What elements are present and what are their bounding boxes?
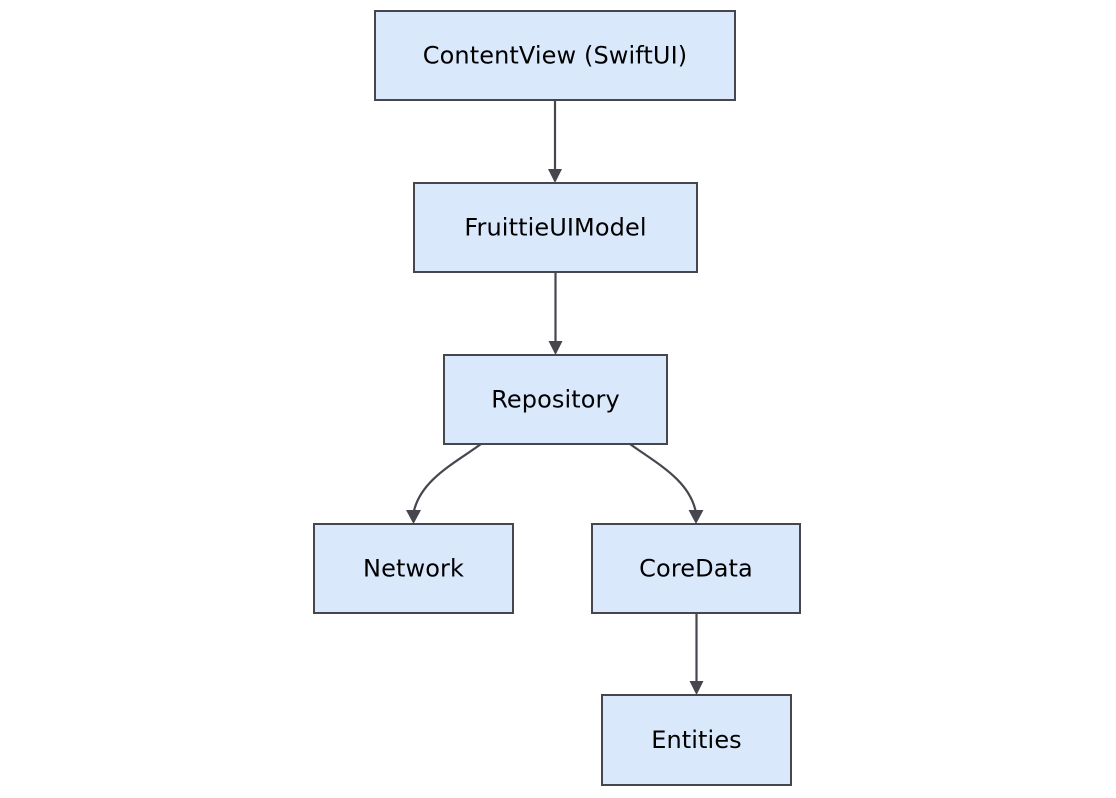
arrowhead-icon bbox=[688, 510, 704, 524]
edge-fruittieuimodel-to-repository bbox=[548, 272, 563, 355]
node-network[interactable]: Network bbox=[313, 523, 514, 614]
node-box[interactable] bbox=[374, 10, 736, 101]
node-label: Repository bbox=[491, 386, 620, 414]
arrowhead-icon bbox=[548, 341, 563, 355]
arrowhead-icon bbox=[548, 169, 562, 183]
edge-repository-to-coredata bbox=[629, 443, 704, 524]
node-label: CoreData bbox=[639, 555, 753, 583]
node-label: FruittieUIModel bbox=[464, 214, 646, 242]
node-box[interactable] bbox=[601, 694, 792, 786]
arrowhead-icon bbox=[406, 510, 421, 524]
node-box[interactable] bbox=[443, 354, 668, 445]
node-box[interactable] bbox=[591, 523, 801, 614]
edge-layer bbox=[406, 100, 704, 695]
arrowhead-icon bbox=[689, 681, 704, 695]
edge-repository-to-network bbox=[406, 443, 482, 524]
node-coredata[interactable]: CoreData bbox=[591, 523, 801, 614]
node-label: ContentView (SwiftUI) bbox=[423, 42, 687, 70]
node-repository[interactable]: Repository bbox=[443, 354, 668, 445]
node-label: Network bbox=[363, 555, 464, 583]
edge-coredata-to-entities bbox=[689, 613, 704, 695]
edge-contentview-to-fruittieuimodel bbox=[548, 100, 562, 183]
node-box[interactable] bbox=[413, 182, 698, 273]
edge-line bbox=[629, 443, 698, 514]
node-entities[interactable]: Entities bbox=[601, 694, 792, 786]
node-contentview[interactable]: ContentView (SwiftUI) bbox=[374, 10, 736, 101]
node-label: Entities bbox=[651, 726, 742, 754]
node-fruittieuimodel[interactable]: FruittieUIModel bbox=[413, 182, 698, 273]
edge-line bbox=[412, 443, 482, 514]
node-box[interactable] bbox=[313, 523, 514, 614]
node-layer: ContentView (SwiftUI) FruittieUIModel Re… bbox=[313, 10, 801, 786]
